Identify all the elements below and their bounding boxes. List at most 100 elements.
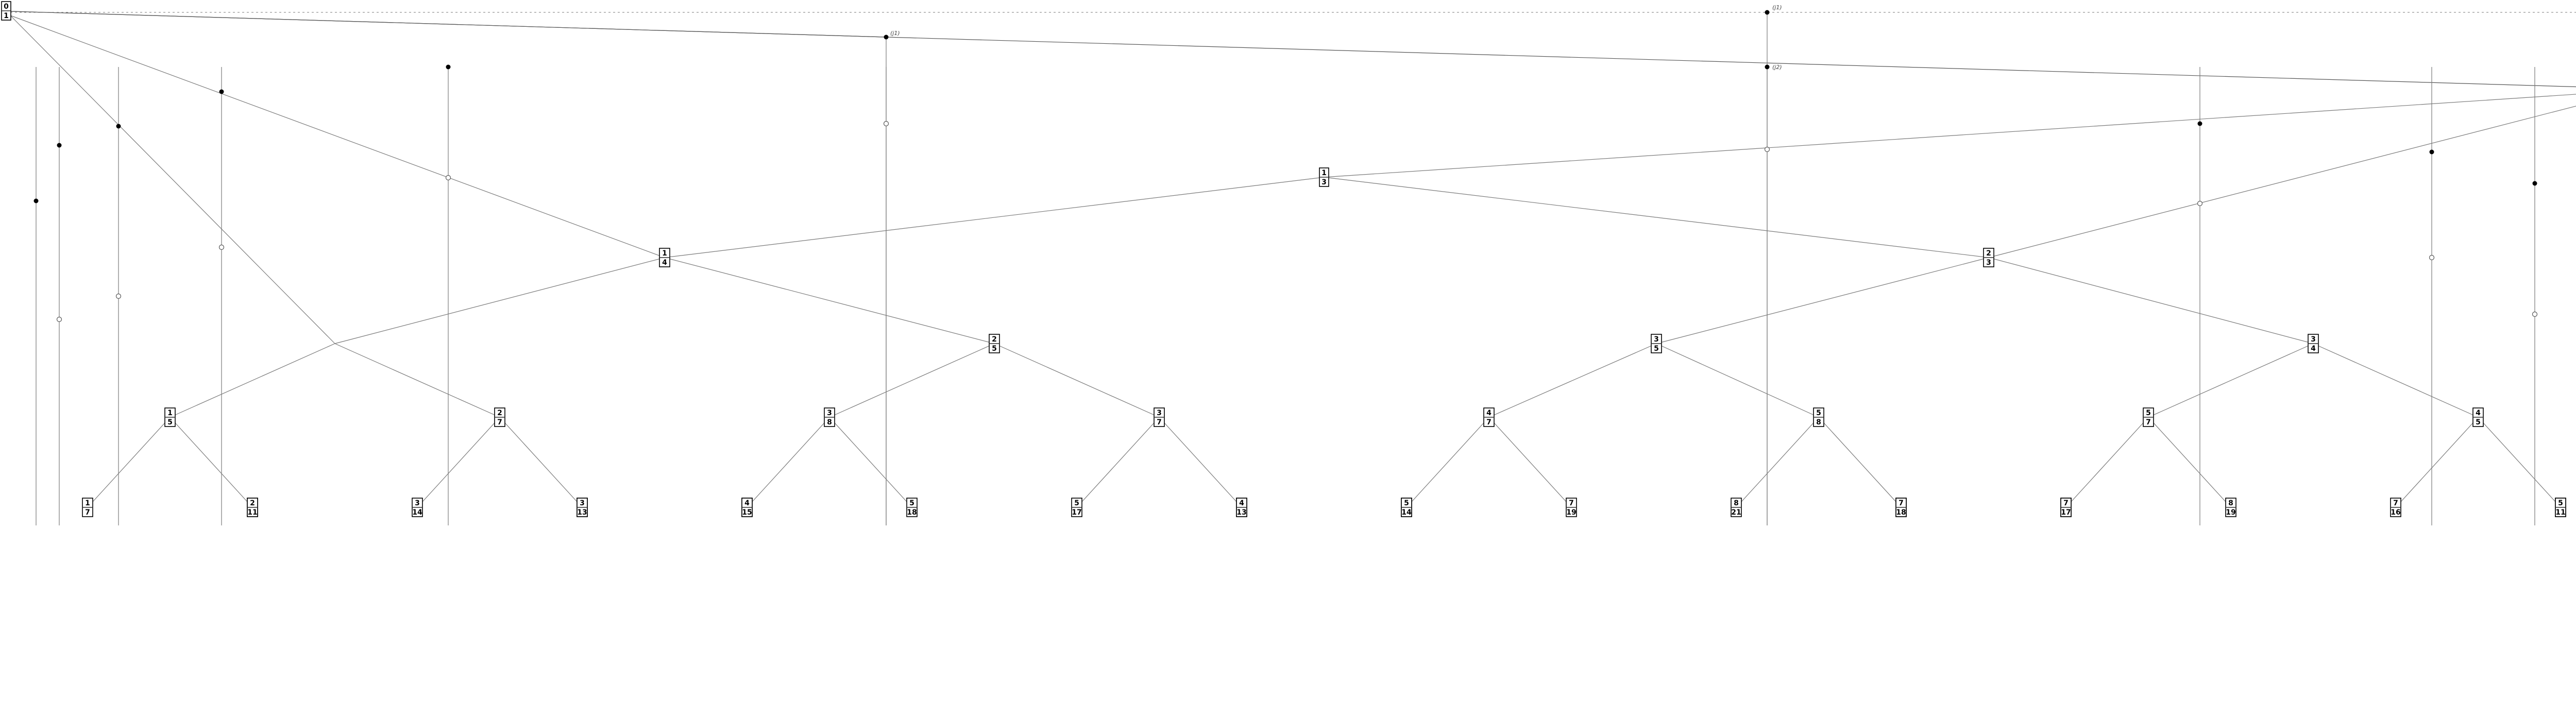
mid-label-2: (j2) xyxy=(1772,64,1782,71)
edge-l6-b1 xyxy=(499,417,583,508)
open-point-0 xyxy=(56,316,62,322)
filled-point-4 xyxy=(446,64,451,70)
spine-line-3 xyxy=(1324,94,2576,178)
edge-l6-b7 xyxy=(2478,417,2561,508)
node-level6-0-den: 7 xyxy=(85,508,90,517)
edge-l6-a7 xyxy=(2395,417,2479,508)
node-level3-3-num: 3 xyxy=(2311,335,2316,344)
node-level2-0: 1 3 xyxy=(1319,167,1329,187)
node-level4-3-den: 7 xyxy=(1157,418,1162,427)
node-level6-4-den: 15 xyxy=(742,508,752,517)
node-level6-15-num: 5 xyxy=(2558,499,2563,507)
edge-l6-a4 xyxy=(1406,417,1489,508)
open-point-8 xyxy=(2532,311,2538,317)
filled-point-7 xyxy=(1765,64,1770,70)
node-level4-1-num: 2 xyxy=(497,409,502,417)
filled-point-10 xyxy=(2532,181,2537,186)
node-level4-1: 27 xyxy=(494,407,505,427)
node-level6-5-num: 5 xyxy=(909,499,914,507)
node-level6-11-num: 7 xyxy=(1899,499,1904,507)
node-level6-12-num: 7 xyxy=(2063,499,2069,507)
edge-l4-6 xyxy=(2148,343,2314,418)
node-level6-9: 719 xyxy=(1566,498,1577,517)
open-point-5 xyxy=(1764,146,1770,152)
node-level6-8: 514 xyxy=(1401,498,1412,517)
node-level4-0-num: 1 xyxy=(167,409,173,417)
edge-l4-1 xyxy=(334,343,500,418)
node-level6-13-num: 8 xyxy=(2228,499,2233,507)
node-level6-10-num: 8 xyxy=(1734,499,1739,507)
edge-l6-b2 xyxy=(829,417,912,508)
node-level6-12-den: 17 xyxy=(2061,508,2071,517)
node-level4-4: 47 xyxy=(1483,407,1495,427)
node-level4-6-num: 5 xyxy=(2146,409,2151,417)
level2-0-den: 3 xyxy=(1321,178,1327,186)
node-level6-9-den: 19 xyxy=(1566,508,1576,517)
node-level6-15: 511 xyxy=(2555,498,2566,517)
node-level6-0-num: 1 xyxy=(85,499,90,507)
filled-point-6 xyxy=(1765,10,1770,15)
node-level3-3-den: 4 xyxy=(2311,345,2316,353)
edge-l4-4 xyxy=(1488,343,1657,418)
node-level4-7-den: 5 xyxy=(2476,418,2481,427)
filled-point-9 xyxy=(2429,149,2434,155)
edge-l6-b4 xyxy=(1488,417,1572,508)
node-level4-0-den: 5 xyxy=(167,418,173,427)
node-level6-13-den: 19 xyxy=(2226,508,2235,517)
node-level4-4-den: 7 xyxy=(1486,418,1492,427)
node-level6-1-den: 11 xyxy=(247,508,257,517)
spine-line-4 xyxy=(10,15,665,258)
node-level4-2: 38 xyxy=(824,407,835,427)
node-level6-15-den: 11 xyxy=(2555,508,2565,517)
node-level6-6-num: 5 xyxy=(1074,499,1079,507)
edge-l4-2 xyxy=(829,343,995,418)
edge-23-35 xyxy=(1656,257,1989,344)
node-level4-7-num: 4 xyxy=(2476,409,2481,417)
edge-23-34 xyxy=(1988,257,2314,344)
edge-14-25 xyxy=(664,257,995,344)
node-level2-1: 23 xyxy=(1983,248,1994,267)
node-level6-4-num: 4 xyxy=(744,499,750,507)
node-level6-7-num: 4 xyxy=(1239,499,1244,507)
node-level4-4-num: 4 xyxy=(1486,409,1492,417)
node-level6-10-den: 21 xyxy=(1731,508,1741,517)
edge-l6-a3 xyxy=(1076,417,1160,508)
node-level6-5: 518 xyxy=(906,498,918,517)
edge-l6-a0 xyxy=(87,417,171,508)
node-level3-2: 35 xyxy=(1651,334,1662,353)
node-level6-8-num: 5 xyxy=(1404,499,1409,507)
edge-l6-b3 xyxy=(1159,417,1242,508)
node-level2-1-den: 3 xyxy=(1986,259,1991,267)
edge-l4-5 xyxy=(1656,343,1819,418)
edge-l6-b6 xyxy=(2148,417,2231,508)
node-level6-3-den: 13 xyxy=(577,508,587,517)
open-point-6 xyxy=(2197,200,2203,207)
node-level6-1: 211 xyxy=(247,498,258,517)
filled-point-1 xyxy=(57,143,62,148)
node-level4-2-num: 3 xyxy=(827,409,832,417)
node-level6-11: 718 xyxy=(1895,498,1907,517)
node-level3-2-den: 5 xyxy=(1654,345,1659,353)
node-level6-4: 415 xyxy=(741,498,753,517)
edge-l4-7 xyxy=(2313,343,2479,418)
node-level6-2-den: 14 xyxy=(412,508,422,517)
node-level4-6-den: 7 xyxy=(2146,418,2151,427)
edge-l6-a6 xyxy=(2065,417,2149,508)
edge-l6-a1 xyxy=(417,417,500,508)
edge-l6-a5 xyxy=(1736,417,1819,508)
node-level6-2-num: 3 xyxy=(415,499,420,507)
node-level6-14: 716 xyxy=(2390,498,2401,517)
root-left-node: 0 1 xyxy=(1,1,11,21)
filled-point-5 xyxy=(884,35,889,40)
node-level6-6: 517 xyxy=(1071,498,1082,517)
node-level3-1-num: 2 xyxy=(992,335,997,344)
node-level6-0: 17 xyxy=(82,498,93,517)
tree-layers: 2314253534152738374758574516293113104115… xyxy=(33,10,2566,525)
open-point-7 xyxy=(2429,254,2435,261)
node-level4-6: 57 xyxy=(2143,407,2154,427)
mid-label-left: (j1) xyxy=(890,30,900,37)
spine-line-6 xyxy=(1324,177,1989,258)
node-level6-14-num: 7 xyxy=(2393,499,2398,507)
edge-l4-3 xyxy=(994,343,1160,418)
